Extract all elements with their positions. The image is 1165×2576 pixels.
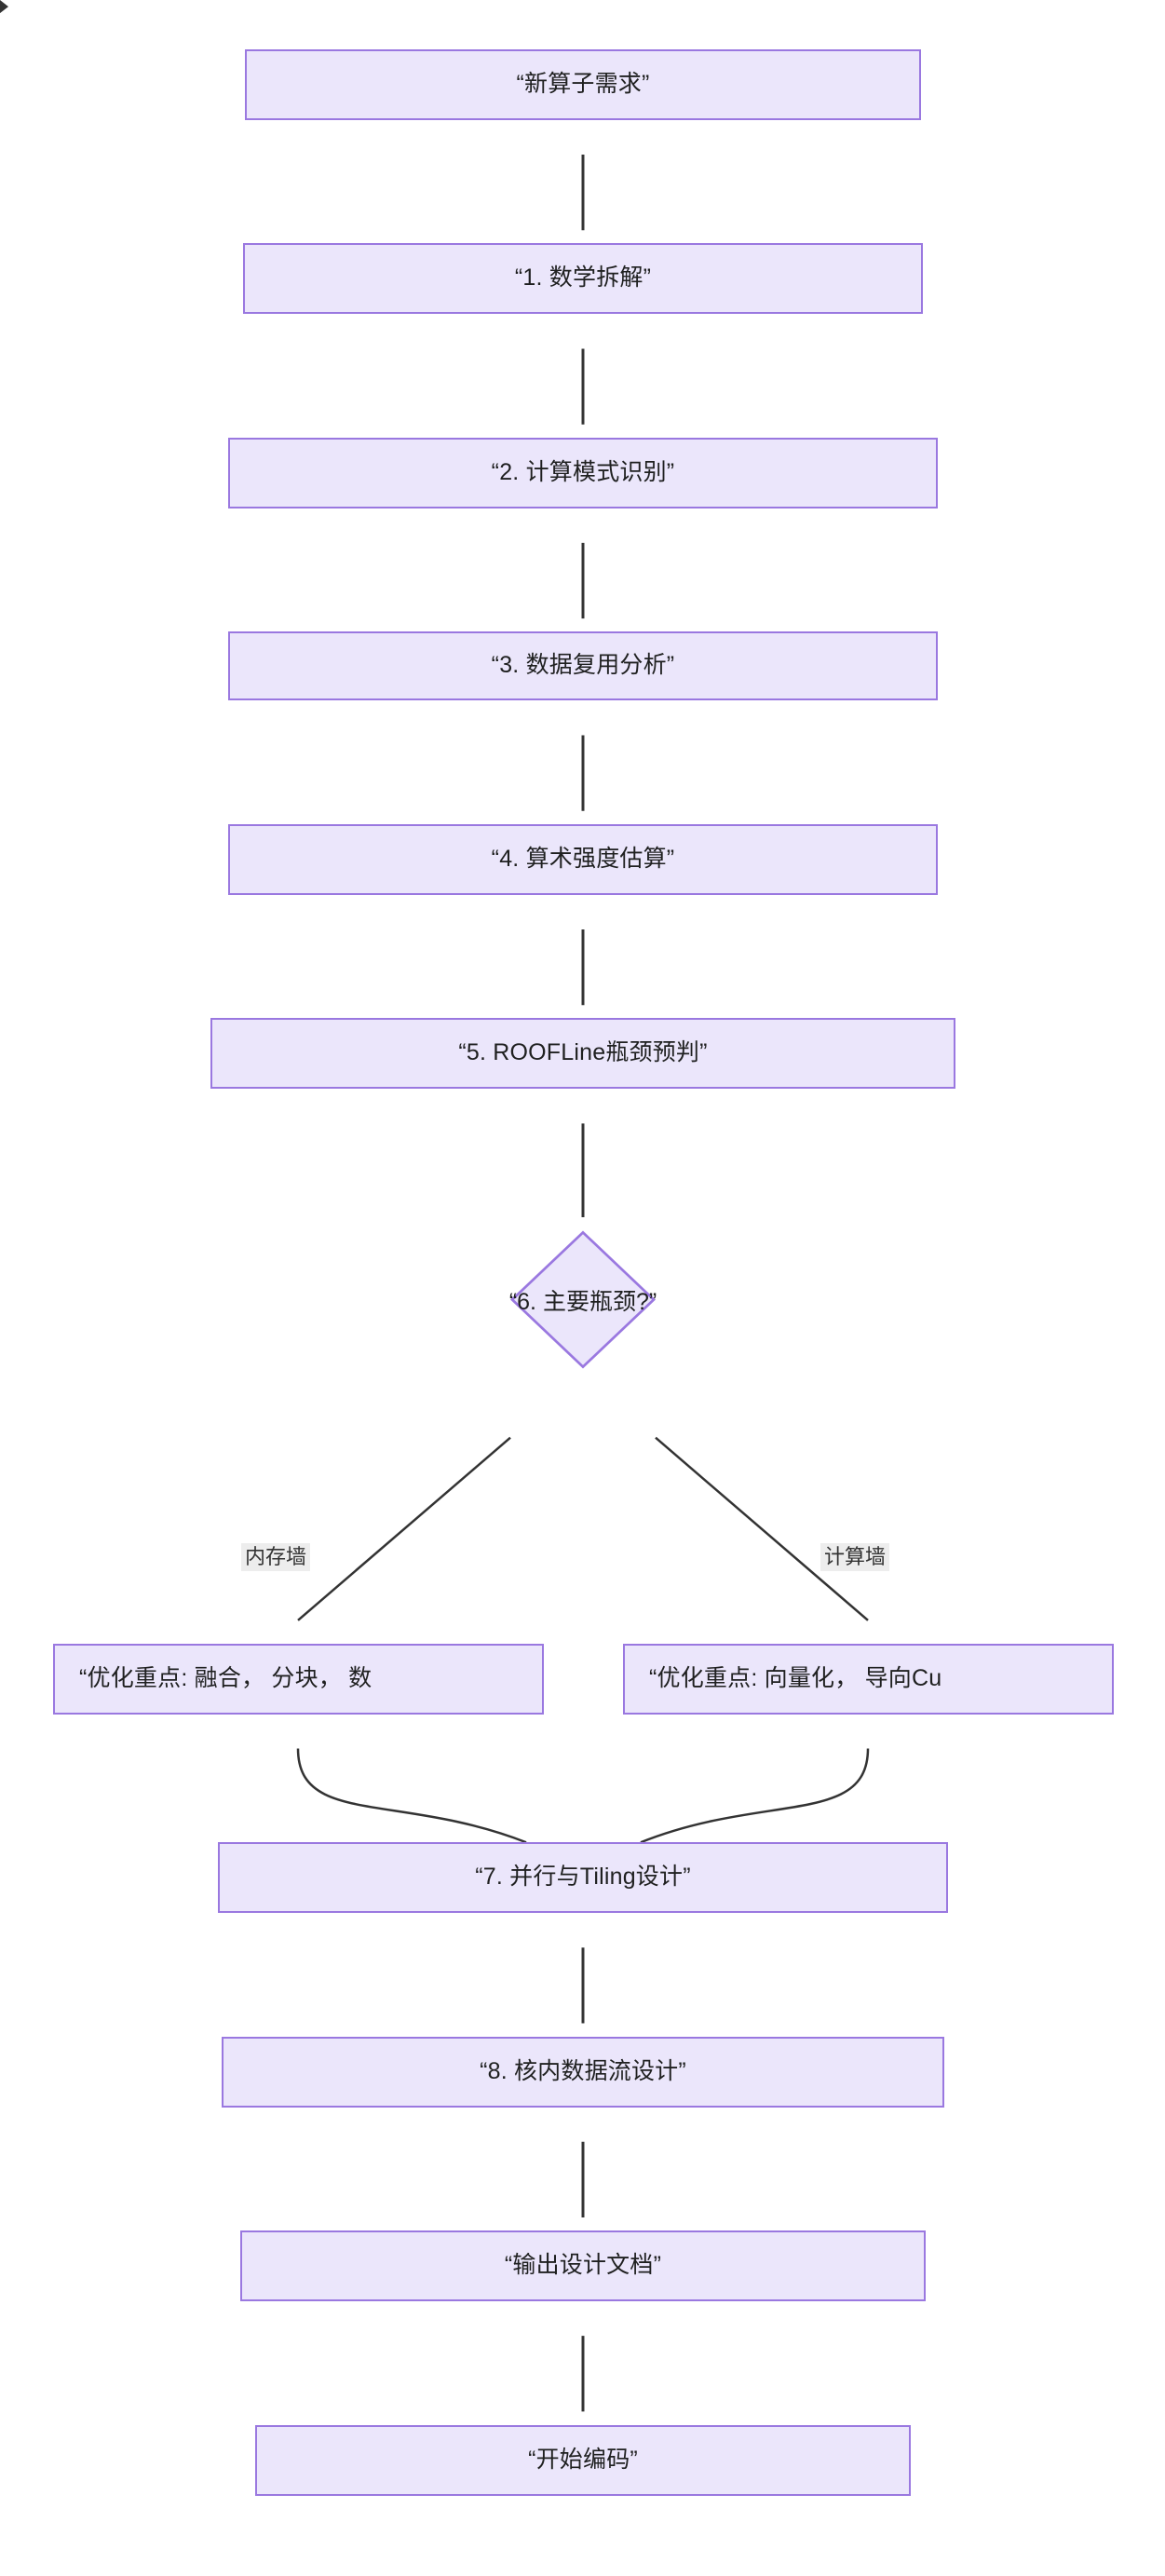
node-start-coding[interactable]: “开始编码” xyxy=(255,2425,911,2496)
node-step-1[interactable]: “1. 数学拆解” xyxy=(243,243,923,314)
node-step-8[interactable]: “8. 核内数据流设计” xyxy=(222,2037,944,2108)
node-compute-optimization[interactable]: “优化重点: 向量化， 导向Cu xyxy=(623,1644,1114,1715)
edge-d6-to-cmpopt xyxy=(656,1438,868,1620)
edge-cmpopt-to-s7 xyxy=(641,1749,868,1843)
node-memory-optimization-label: “优化重点: 融合， 分块， 数 xyxy=(79,1665,373,1692)
node-step-7-label: “7. 并行与Tiling设计” xyxy=(475,1864,691,1891)
node-step-7[interactable]: “7. 并行与Tiling设计” xyxy=(218,1842,948,1913)
node-step-5-label: “5. ROOFLine瓶颈预判” xyxy=(458,1039,708,1066)
node-step-3[interactable]: “3. 数据复用分析” xyxy=(228,631,938,700)
node-step-8-label: “8. 核内数据流设计” xyxy=(480,2058,686,2085)
node-start-coding-label: “开始编码” xyxy=(528,2447,638,2474)
edge-label-compute-wall-text: 计算墙 xyxy=(824,1545,887,1568)
node-step-4[interactable]: “4. 算术强度估算” xyxy=(228,824,938,895)
edge-memopt-to-s7 xyxy=(298,1749,526,1843)
node-start[interactable]: “新算子需求” xyxy=(245,49,921,120)
node-step-5[interactable]: “5. ROOFLine瓶颈预判” xyxy=(210,1018,955,1089)
node-memory-optimization[interactable]: “优化重点: 融合， 分块， 数 xyxy=(53,1644,544,1715)
node-step-2-label: “2. 计算模式识别” xyxy=(491,459,675,486)
node-step-3-label: “3. 数据复用分析” xyxy=(491,652,675,679)
node-step-4-label: “4. 算术强度估算” xyxy=(491,846,675,873)
node-decision-6-label: “6. 主要瓶颈?” xyxy=(508,1288,657,1315)
edge-label-memory-wall-text: 内存墙 xyxy=(245,1545,307,1568)
node-start-label: “新算子需求” xyxy=(516,71,650,98)
edge-label-compute-wall: 计算墙 xyxy=(820,1543,890,1572)
node-output-document[interactable]: “输出设计文档” xyxy=(240,2230,926,2301)
node-step-1-label: “1. 数学拆解” xyxy=(514,264,652,291)
node-decision-6[interactable]: “6. 主要瓶颈?” xyxy=(508,1230,657,1369)
edge-label-memory-wall: 内存墙 xyxy=(241,1543,311,1572)
node-step-2[interactable]: “2. 计算模式识别” xyxy=(228,438,938,508)
node-output-document-label: “输出设计文档” xyxy=(504,2252,662,2279)
edge-d6-to-memopt xyxy=(298,1438,510,1620)
diamond-shape xyxy=(510,1230,656,1369)
node-compute-optimization-label: “优化重点: 向量化， 导向Cu xyxy=(649,1665,942,1692)
